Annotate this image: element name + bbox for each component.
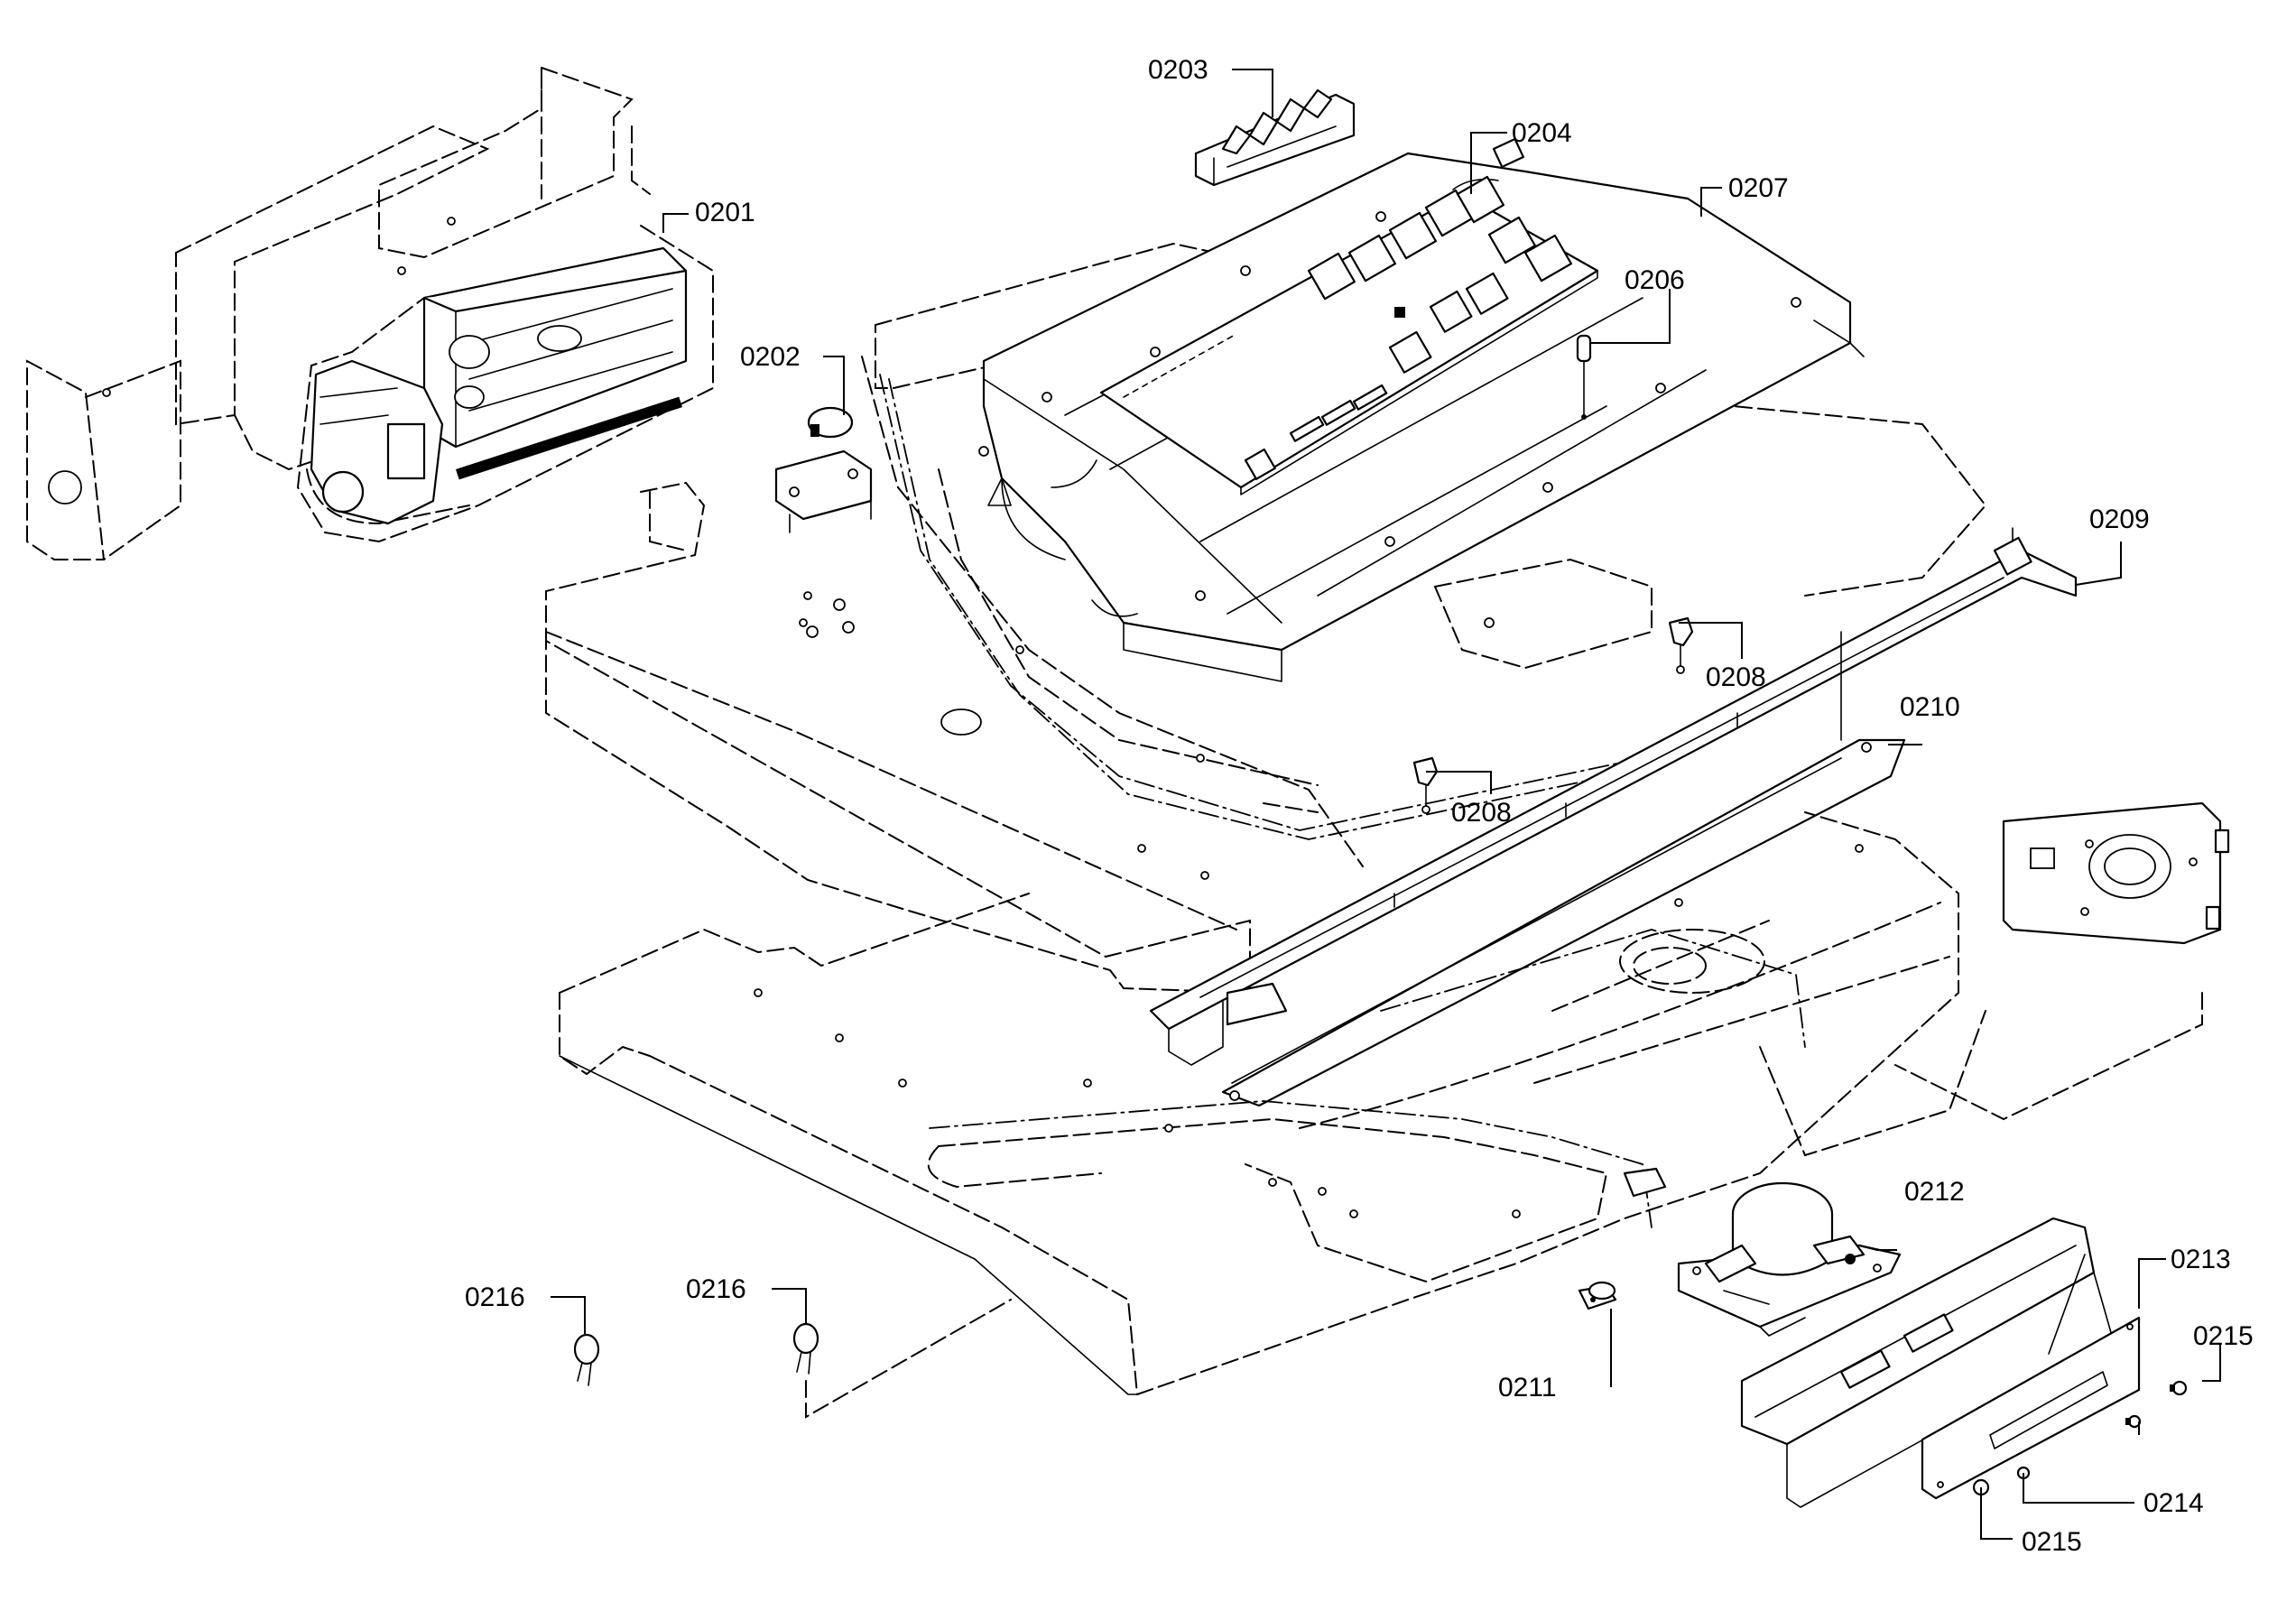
part-0210-bracket bbox=[1221, 631, 1906, 1107]
part-0203-terminal-block bbox=[1194, 88, 1356, 187]
callout-0214: 0214 bbox=[2143, 1488, 2204, 1518]
callout-0209: 0209 bbox=[2089, 505, 2150, 534]
callout-0203: 0203 bbox=[1148, 55, 1208, 85]
part-0204-control-board bbox=[1099, 137, 1599, 495]
element-outline bbox=[1894, 801, 2230, 1121]
callout-0204: 0204 bbox=[1512, 118, 1572, 148]
callout-0211: 0211 bbox=[1498, 1373, 1557, 1403]
callout-labels: 0201 0202 0203 0204 0206 0207 0208 0208 … bbox=[465, 55, 2254, 1557]
lower-bottom-pan bbox=[559, 811, 1986, 1395]
callout-0212: 0212 bbox=[1904, 1177, 1965, 1207]
callout-0207: 0207 bbox=[1728, 173, 1789, 203]
part-0201-cooling-fan-assembly bbox=[26, 66, 714, 560]
callout-0216-right: 0216 bbox=[686, 1274, 746, 1304]
callout-0216-left: 0216 bbox=[465, 1282, 525, 1312]
part-0202-thermostat bbox=[774, 406, 873, 533]
callout-0213: 0213 bbox=[2171, 1245, 2231, 1274]
part-0214-screw bbox=[2125, 1414, 2142, 1429]
part-0206-sensor bbox=[1576, 334, 1592, 420]
callout-0208-lower: 0208 bbox=[1451, 798, 1512, 828]
part-0208-standoffs bbox=[1412, 616, 1694, 814]
callout-0215-lower: 0215 bbox=[2022, 1527, 2082, 1557]
callout-0201: 0201 bbox=[695, 198, 755, 227]
part-0209-rail bbox=[1149, 527, 2078, 1066]
upper-support-plate bbox=[545, 242, 1987, 995]
callout-leaders bbox=[551, 69, 2221, 1540]
callout-0202: 0202 bbox=[740, 342, 801, 372]
part-0211-thermal-switch bbox=[1578, 1281, 1617, 1310]
part-0212-motor bbox=[1623, 1167, 1902, 1337]
part-0216-clip-right bbox=[792, 1299, 1012, 1419]
part-0215-screw-upper bbox=[2170, 1380, 2188, 1396]
part-0213-front-panel bbox=[1740, 1217, 2141, 1508]
callout-0206: 0206 bbox=[1625, 265, 1685, 295]
part-0216-clip-left bbox=[573, 1333, 600, 1386]
callout-0208-upper: 0208 bbox=[1706, 662, 1766, 692]
callout-0215-upper: 0215 bbox=[2193, 1321, 2254, 1351]
callout-0210: 0210 bbox=[1900, 692, 1960, 722]
